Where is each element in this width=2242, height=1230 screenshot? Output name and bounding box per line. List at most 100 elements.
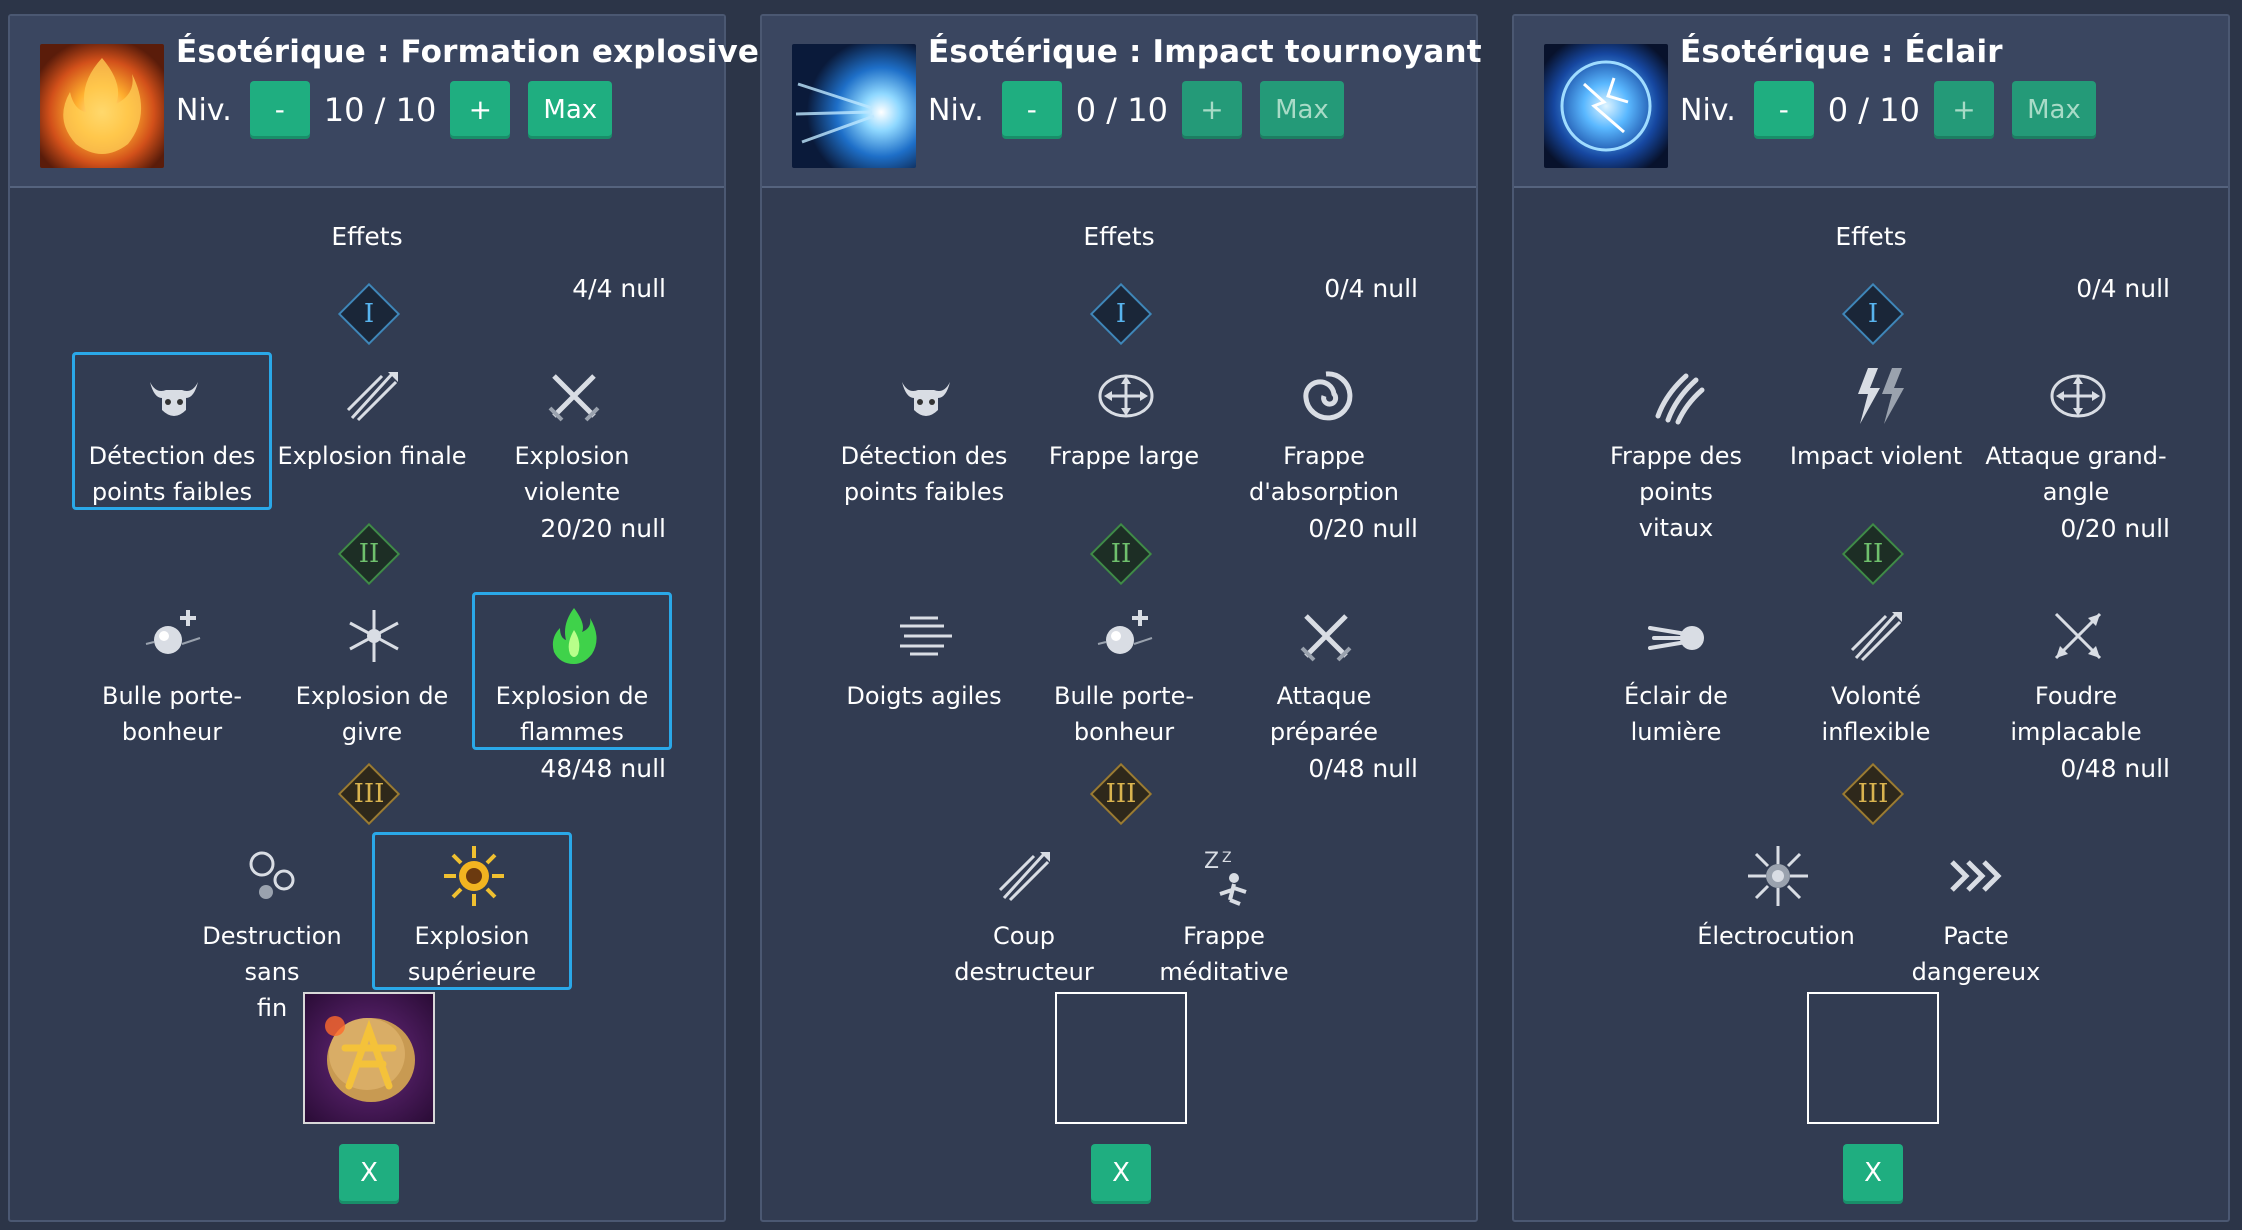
tier-numeral: III <box>1857 779 1889 809</box>
skill-header: Ésotérique : Impact tournoyant Niv. - 0 … <box>762 16 1482 188</box>
tier-count: 0/4 null <box>1324 274 1418 303</box>
skill-header: Ésotérique : Formation explosive Niv. - … <box>10 16 759 188</box>
tripod-option[interactable]: Coup destructeur <box>924 832 1124 990</box>
level-max-button[interactable]: Max <box>1259 81 1344 139</box>
tier-count: 0/4 null <box>2076 274 2170 303</box>
sword-slash-icon <box>994 844 1058 908</box>
level-increase-button[interactable]: + <box>1933 81 1994 139</box>
rune-stone-icon <box>305 994 433 1126</box>
level-increase-button[interactable]: + <box>450 81 511 139</box>
tripod-option-label: Détection des points faibles <box>88 442 256 506</box>
tripod-option-label: Frappe d'absorption <box>1248 442 1400 506</box>
tripod-option[interactable]: Explosion de givre <box>272 592 472 750</box>
level-control: Niv. - 10 / 10 + Max <box>176 78 613 142</box>
tripod-option[interactable]: Pacte dangereux <box>1876 832 2076 990</box>
skill-title: Ésotérique : Impact tournoyant <box>928 34 1482 70</box>
blue-lightning-orb-icon <box>1544 44 1668 168</box>
tripod-option[interactable]: Impact violent <box>1776 352 1976 510</box>
tier-count: 0/20 null <box>2060 514 2170 543</box>
fire-explosion-icon <box>40 44 164 168</box>
tripod-option[interactable]: Bulle porte- bonheur <box>72 592 272 750</box>
tripod-option[interactable]: Explosion finale <box>272 352 472 510</box>
level-value: 0 / 10 <box>1075 91 1168 129</box>
tier-count: 4/4 null <box>572 274 666 303</box>
tripod-option-label: Éclair de lumière <box>1624 682 1728 746</box>
level-value: 0 / 10 <box>1827 91 1920 129</box>
tripod-option[interactable]: Destruction sans fin <box>172 832 372 1022</box>
tripod-option-label: Volonté inflexible <box>1821 682 1931 746</box>
blue-comet-icon <box>792 44 916 168</box>
level-max-button[interactable]: Max <box>2011 81 2096 139</box>
bull-skull-icon <box>894 364 958 428</box>
tripod-option[interactable]: Frappe des points vitaux <box>1576 352 1776 542</box>
tier-numeral: I <box>1867 299 1879 329</box>
four-arrows-icon <box>1094 364 1158 428</box>
tripod-option[interactable]: Doigts agiles <box>824 592 1024 750</box>
effects-heading: Effets <box>1835 222 1907 251</box>
tripod-option[interactable]: Électrocution <box>1676 832 1876 990</box>
tripod-option[interactable]: Explosion de flammes <box>472 592 672 750</box>
tripod-option[interactable]: Détection des points faibles <box>72 352 272 510</box>
tier-count: 48/48 null <box>540 754 666 783</box>
tripod-option[interactable]: Éclair de lumière <box>1576 592 1776 750</box>
level-decrease-button[interactable]: - <box>1753 81 1814 139</box>
skill-title: Ésotérique : Éclair <box>1680 34 2003 70</box>
tier-count: 0/48 null <box>1308 754 1418 783</box>
bubble-plus-icon <box>142 604 206 668</box>
swirl-icon <box>1294 364 1358 428</box>
level-decrease-button[interactable]: - <box>249 81 310 139</box>
tripod-option[interactable]: Foudre implacable <box>1976 592 2176 750</box>
level-control: Niv. - 0 / 10 + Max <box>928 78 1344 142</box>
tripod-option-label: Attaque préparée <box>1269 682 1379 746</box>
level-label: Niv. <box>928 92 984 128</box>
tier-count: 0/20 null <box>1308 514 1418 543</box>
clear-rune-button[interactable]: X <box>1091 1144 1151 1204</box>
level-decrease-button[interactable]: - <box>1001 81 1062 139</box>
clear-rune-button[interactable]: X <box>339 1144 399 1204</box>
rune-slot[interactable] <box>1807 992 1939 1124</box>
svg-text:Z: Z <box>1204 849 1219 874</box>
tier-badge: III <box>1841 762 1905 826</box>
level-increase-button[interactable]: + <box>1181 81 1242 139</box>
tier-numeral: III <box>1105 779 1137 809</box>
tripod-option[interactable]: Explosion violente <box>472 352 672 510</box>
crossed-swords-icon <box>1294 604 1358 668</box>
skill-header: Ésotérique : Éclair Niv. - 0 / 10 + Max <box>1514 16 2228 188</box>
crossed-swords-icon <box>542 364 606 428</box>
tripod-option-label: Doigts agiles <box>846 682 1002 710</box>
rune-slot[interactable] <box>303 992 435 1124</box>
tripod-option[interactable]: Détection des points faibles <box>824 352 1024 510</box>
level-value: 10 / 10 <box>323 91 437 129</box>
tripod-option[interactable]: Attaque grand- angle <box>1976 352 2176 510</box>
tier-badge: I <box>1089 282 1153 346</box>
tripod-option[interactable]: Frappe large <box>1024 352 1224 510</box>
tier-numeral: II <box>358 539 380 569</box>
clear-rune-button[interactable]: X <box>1843 1144 1903 1204</box>
tier-numeral: I <box>363 299 375 329</box>
tier-badge: I <box>1841 282 1905 346</box>
tripod-option[interactable]: Volonté inflexible <box>1776 592 1976 750</box>
level-max-button[interactable]: Max <box>528 81 613 139</box>
tripod-option-label: Frappe des points vitaux <box>1610 442 1742 542</box>
tripod-option-label: Détection des points faibles <box>840 442 1008 506</box>
tier-numeral: I <box>1115 299 1127 329</box>
level-label: Niv. <box>176 92 232 128</box>
speed-lines-icon <box>894 604 958 668</box>
four-arrows-icon <box>2046 364 2110 428</box>
tripod-option-label: Bulle porte- bonheur <box>101 682 243 746</box>
tripod-option[interactable]: Attaque préparée <box>1224 592 1424 750</box>
sun-burst-icon <box>442 844 506 908</box>
tier-count: 20/20 null <box>540 514 666 543</box>
tier-numeral: II <box>1110 539 1132 569</box>
tripod-option[interactable]: Bulle porte- bonheur <box>1024 592 1224 750</box>
rune-slot[interactable] <box>1055 992 1187 1124</box>
tripod-option[interactable]: Frappe d'absorption <box>1224 352 1424 510</box>
effects-heading: Effets <box>331 222 403 251</box>
tripod-option-label: Explosion violente <box>514 442 630 506</box>
green-flame-icon <box>542 604 606 668</box>
skill-panel: Ésotérique : Éclair Niv. - 0 / 10 + Max … <box>1512 14 2230 1222</box>
skill-title: Ésotérique : Formation explosive <box>176 34 760 70</box>
tripod-option[interactable]: Explosion supérieure <box>372 832 572 990</box>
